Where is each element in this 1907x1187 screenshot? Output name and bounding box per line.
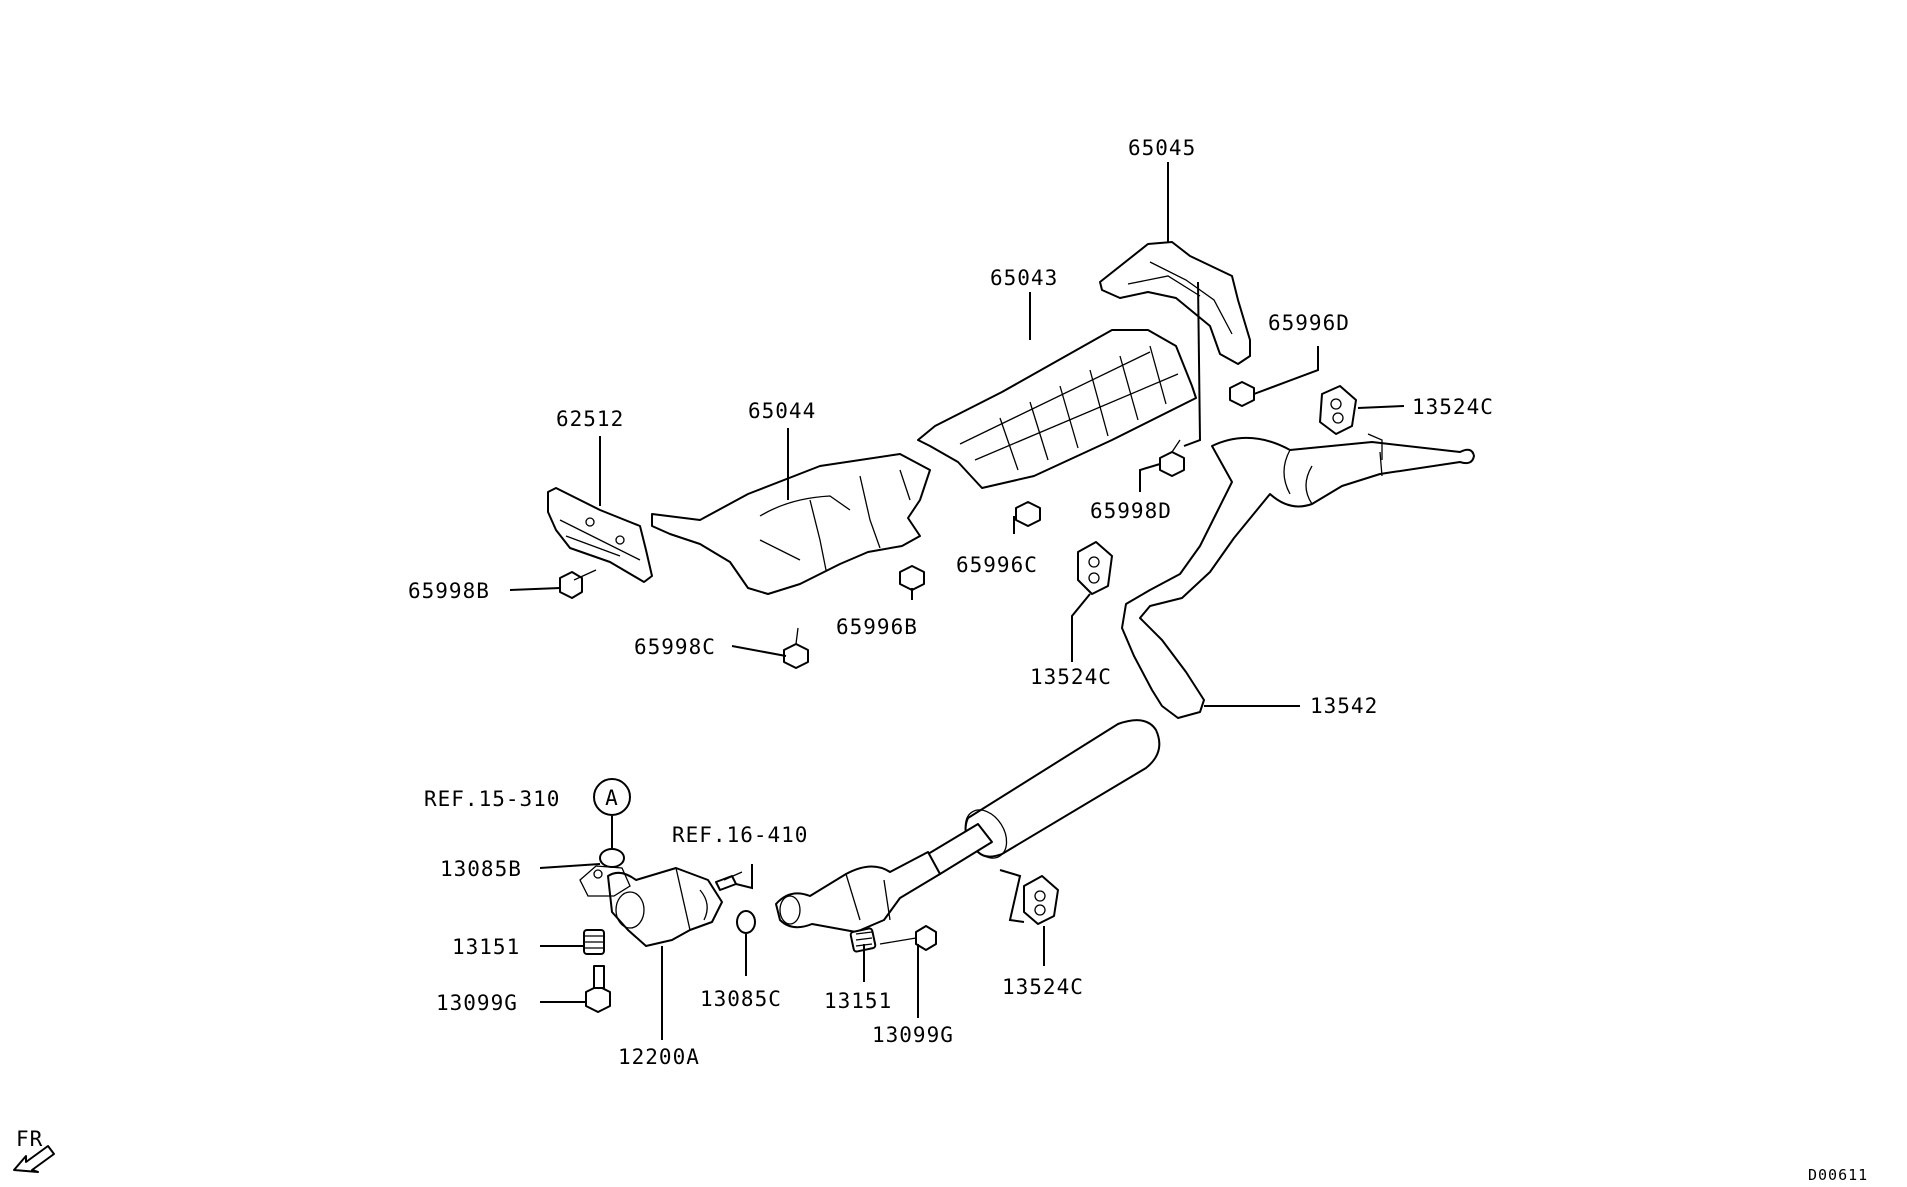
label-13542[interactable]: 13542 bbox=[1310, 694, 1378, 718]
bracket-62512[interactable] bbox=[547, 487, 653, 583]
label-13151-mid[interactable]: 13151 bbox=[824, 989, 892, 1013]
label-65043[interactable]: 65043 bbox=[990, 266, 1058, 290]
spring-13151-left[interactable] bbox=[583, 929, 605, 955]
label-13524c-mid[interactable]: 13524C bbox=[1030, 665, 1112, 689]
label-13524c-low[interactable]: 13524C bbox=[1002, 975, 1084, 999]
label-65045[interactable]: 65045 bbox=[1128, 136, 1196, 160]
bolt-13099g-mid[interactable] bbox=[879, 925, 937, 951]
exhaust-manifold-12200a[interactable] bbox=[579, 865, 723, 947]
label-13085b[interactable]: 13085B bbox=[440, 857, 522, 881]
label-13151-left[interactable]: 13151 bbox=[452, 935, 520, 959]
hanger-13524c-mid[interactable] bbox=[1077, 541, 1113, 595]
label-direction-fr: FR bbox=[16, 1127, 43, 1151]
label-65996d[interactable]: 65996D bbox=[1268, 311, 1350, 335]
label-ref-15-310[interactable]: REF.15-310 bbox=[424, 787, 560, 811]
heat-protector-65045[interactable] bbox=[1099, 241, 1251, 365]
label-12200a[interactable]: 12200A bbox=[618, 1045, 700, 1069]
gasket-13085b[interactable] bbox=[599, 848, 625, 868]
diagram-code: D00611 bbox=[1808, 1166, 1868, 1184]
label-62512[interactable]: 62512 bbox=[556, 407, 624, 431]
center-muffler-13542[interactable] bbox=[927, 719, 1161, 875]
gasket-13085c[interactable] bbox=[736, 910, 756, 934]
label-65044[interactable]: 65044 bbox=[748, 399, 816, 423]
bolt-13099g-left[interactable] bbox=[585, 965, 611, 1013]
bolt-65998d[interactable] bbox=[1159, 439, 1185, 477]
front-direction-arrow-icon bbox=[13, 1145, 55, 1173]
label-13085c[interactable]: 13085C bbox=[700, 987, 782, 1011]
label-65996b[interactable]: 65996B bbox=[836, 615, 918, 639]
hanger-13524c-low[interactable] bbox=[1023, 875, 1059, 925]
nut-65996b[interactable] bbox=[899, 565, 925, 591]
label-13099g-left[interactable]: 13099G bbox=[436, 991, 518, 1015]
callout-a-label: A bbox=[605, 786, 619, 810]
leader-lines bbox=[509, 162, 1405, 1040]
heat-protector-65044[interactable] bbox=[651, 453, 931, 595]
label-13099g-mid[interactable]: 13099G bbox=[872, 1023, 954, 1047]
label-ref-16-410[interactable]: REF.16-410 bbox=[672, 823, 808, 847]
label-65998d[interactable]: 65998D bbox=[1090, 499, 1172, 523]
sensor-ref-16-410[interactable] bbox=[715, 871, 743, 891]
label-65996c[interactable]: 65996C bbox=[956, 553, 1038, 577]
heat-protector-65043[interactable] bbox=[917, 329, 1197, 489]
label-65998b[interactable]: 65998B bbox=[408, 579, 490, 603]
front-pipe[interactable] bbox=[775, 851, 941, 933]
callout-a-circle bbox=[593, 778, 631, 816]
main-muffler-13542[interactable] bbox=[1121, 433, 1475, 719]
nut-65996c[interactable] bbox=[1015, 501, 1041, 527]
label-13524c-right[interactable]: 13524C bbox=[1412, 395, 1494, 419]
hanger-13524c-right[interactable] bbox=[1319, 385, 1357, 435]
nut-65996d[interactable] bbox=[1229, 381, 1255, 407]
bolt-65998c[interactable] bbox=[783, 627, 809, 669]
bolt-65998b[interactable] bbox=[559, 569, 597, 599]
label-65998c[interactable]: 65998C bbox=[634, 635, 716, 659]
